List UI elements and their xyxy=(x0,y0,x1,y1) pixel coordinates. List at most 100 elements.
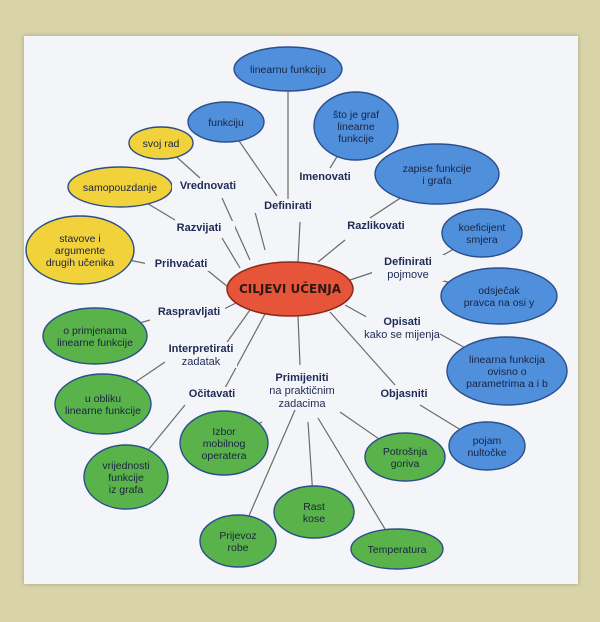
bubble-text: mobilnog xyxy=(203,438,246,450)
bubble-shape xyxy=(179,410,269,476)
bubble-text: iz grafa xyxy=(109,484,144,496)
connector-line xyxy=(297,221,301,263)
verb-razlikovati: Razlikovati xyxy=(340,219,412,233)
bubble-shape xyxy=(83,444,169,510)
bubble-shape xyxy=(233,46,343,92)
verb-backdrop xyxy=(366,315,438,341)
bubble-text: ovisno o xyxy=(487,366,526,378)
bubble-shape xyxy=(313,91,399,161)
bubble-linearnu-funkciju: linearnu funkciju xyxy=(233,46,343,92)
bubble-text: goriva xyxy=(391,458,420,470)
bubble-text: parametrima a i b xyxy=(466,378,548,390)
bubble-text: u obliku xyxy=(85,393,121,405)
verb-vrednovati: Vrednovati xyxy=(172,179,244,193)
verb-sublabel: zadatak xyxy=(182,356,221,368)
bubble-text: Rast xyxy=(303,501,325,513)
verb-backdrop xyxy=(368,387,440,401)
verb-sublabel-2: zadacima xyxy=(278,398,326,410)
bubble-text: linearne funkcije xyxy=(65,405,141,417)
bubble-temperatura: Temperatura xyxy=(350,528,444,570)
connector-line xyxy=(224,313,266,389)
bubble-shape xyxy=(128,126,194,160)
bubble-shape xyxy=(441,208,523,258)
bubble-text: Prijevoz xyxy=(219,530,256,542)
verb-label: Objasniti xyxy=(380,388,427,400)
verb-objasniti: Objasniti xyxy=(368,387,440,401)
bubble-text: argumente xyxy=(55,245,105,257)
verb-label: Imenovati xyxy=(299,171,350,183)
connector-line xyxy=(221,197,251,261)
verb-imenovati: Imenovati xyxy=(289,170,361,184)
verb-raspravljati: Raspravljati xyxy=(153,305,225,319)
bubble-text: funkciju xyxy=(208,117,244,129)
bubble-text: smjera xyxy=(466,234,498,246)
verb-label: Definirati xyxy=(264,200,312,212)
bubble-shape xyxy=(54,373,152,435)
bubble-text: Izbor xyxy=(212,426,236,438)
connector-line xyxy=(221,237,241,269)
verb-backdrop xyxy=(153,305,225,319)
bubble-text: drugih učenika xyxy=(46,257,114,269)
bubble-text: pojam xyxy=(473,435,502,447)
bubble-text: funkcije xyxy=(338,133,374,145)
verb-backdrop xyxy=(372,255,444,281)
bubble-shape xyxy=(25,215,135,285)
bubble-shape xyxy=(273,485,355,539)
center-title: CILJEVI UČENJA xyxy=(239,281,342,296)
verb-sublabel: pojmove xyxy=(387,269,429,281)
connector-line xyxy=(206,269,229,288)
verb-sublabel: na praktičnim xyxy=(269,385,334,397)
bubble-text: linearna funkcija xyxy=(469,354,545,366)
verb-label: Razvijati xyxy=(177,222,222,234)
bubble-text: linearne funkcije xyxy=(57,337,133,349)
center-node: CILJEVI UČENJA xyxy=(226,261,354,317)
verb-backdrop xyxy=(340,219,412,233)
bubble-funkciju: funkciju xyxy=(187,101,265,143)
verb-backdrop xyxy=(163,221,235,235)
bubble-text: samopouzdanje xyxy=(83,182,157,194)
bubble-shape xyxy=(187,101,265,143)
bubble-text: Temperatura xyxy=(368,544,427,556)
verb-razvijati: Razvijati xyxy=(163,221,235,235)
verb-label: Primijeniti xyxy=(275,372,328,384)
bubble-text: što je graf xyxy=(333,109,379,121)
verb-backdrop xyxy=(172,179,244,193)
verb-sublabel: kako se mijenja xyxy=(364,329,441,341)
bubble-text: zapise funkcije xyxy=(403,163,472,175)
verb-backdrop xyxy=(266,371,338,409)
bubble-text: linearne xyxy=(337,121,375,133)
verb-label: Razlikovati xyxy=(347,220,404,232)
bubble-shape xyxy=(440,267,558,325)
bubble-samopouzdanje: samopouzdanje xyxy=(67,166,173,208)
connector-line xyxy=(254,211,266,251)
connector-line xyxy=(329,311,396,386)
verb-prihvacati: Prihvaćati xyxy=(145,257,217,271)
connector-line xyxy=(317,239,346,263)
bubble-shape xyxy=(42,307,148,365)
bubble-text: stavove i xyxy=(59,233,100,245)
bubble-text: robe xyxy=(227,542,248,554)
bubble-text: linearnu funkciju xyxy=(250,64,326,76)
verb-label: Očitavati xyxy=(189,388,235,400)
verb-backdrop xyxy=(289,170,361,184)
bubble-text: pravca na osi y xyxy=(464,297,535,309)
bubble-shape xyxy=(448,421,526,471)
connector-line xyxy=(317,417,398,550)
verb-label: Interpretirati xyxy=(169,343,234,355)
